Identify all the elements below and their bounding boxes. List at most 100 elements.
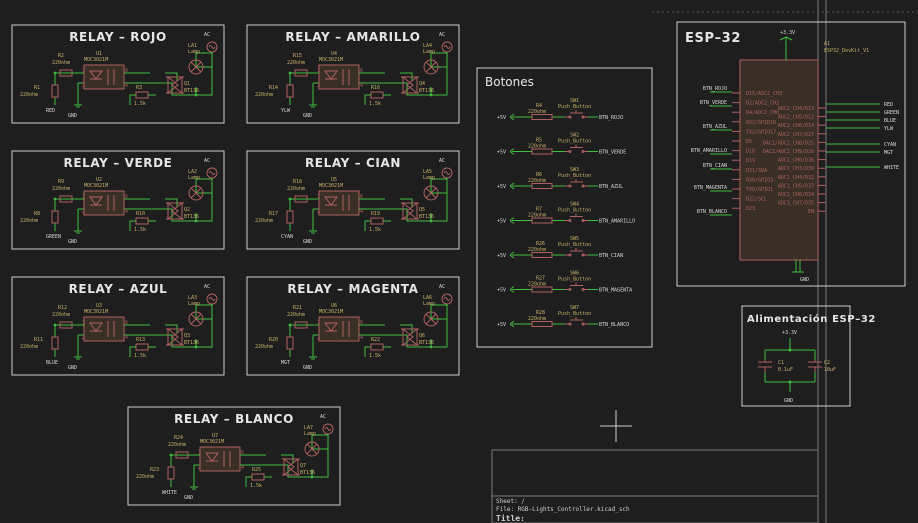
lamp-icon[interactable]: [423, 185, 439, 201]
power-arrow-icon: [509, 217, 515, 224]
relay-title: RELAY – CIAN: [305, 156, 401, 170]
triac-icon[interactable]: [401, 327, 419, 347]
optocoupler[interactable]: [199, 446, 241, 472]
gate-resistor[interactable]: [370, 91, 384, 99]
power-arrow-icon: [509, 251, 515, 259]
push-button-icon[interactable]: [565, 144, 588, 152]
pin-number: 4: [125, 83, 128, 89]
input-resistor[interactable]: [51, 210, 59, 224]
input-resistor[interactable]: [51, 336, 59, 350]
ac-wave-icon: [443, 297, 451, 301]
title-block-title: Title:: [496, 513, 525, 523]
button-resistor[interactable]: [531, 286, 553, 293]
input-resistor[interactable]: [286, 336, 294, 350]
input-resistor-ref: R17: [269, 211, 278, 217]
input-resistor[interactable]: [51, 84, 59, 98]
triac-icon[interactable]: [282, 457, 300, 477]
lamp-icon[interactable]: [188, 311, 204, 327]
gate-wires: [364, 94, 391, 105]
triac-icon[interactable]: [166, 75, 184, 95]
gate-resistor[interactable]: [370, 217, 384, 225]
lamp-value: Lamp: [304, 431, 316, 437]
lamp-icon[interactable]: [188, 59, 204, 75]
input-resistor[interactable]: [286, 210, 294, 224]
esp32-part: ESP32_DevKit_V1: [824, 48, 869, 54]
button-resistor[interactable]: [531, 183, 553, 189]
gate-resistor[interactable]: [135, 343, 149, 351]
button-resistor[interactable]: [531, 321, 553, 327]
lamp-value: Lamp: [188, 49, 200, 55]
esp32-module[interactable]: [739, 59, 819, 261]
ac-label: AC: [439, 284, 445, 290]
esp32-ref: A1: [824, 41, 830, 47]
button-resistor[interactable]: [531, 114, 553, 120]
botones-group[interactable]: Botones +5VR4220ohmSW1Push_ButtonBTN_ROJ…: [476, 67, 653, 348]
switch-ref: SW7: [570, 305, 579, 311]
ac-label: AC: [439, 158, 445, 164]
gate-resistor[interactable]: [135, 217, 149, 225]
optocoupler[interactable]: [83, 190, 125, 216]
switch-value: Push_Button: [558, 104, 591, 110]
pin-number: 2: [82, 209, 85, 215]
triac-icon[interactable]: [401, 75, 419, 95]
switch-contact: [568, 288, 572, 291]
switch-contact: [581, 184, 585, 188]
optocoupler[interactable]: [83, 316, 125, 342]
button-resistor-value: 220ohm: [528, 109, 546, 115]
gate-resistor[interactable]: [370, 343, 384, 351]
gate-resistor[interactable]: [135, 91, 149, 99]
triac-ref: Q5: [419, 207, 425, 213]
esp32-left-net: BTN_BLANCO: [697, 209, 727, 215]
triac-value: BT136: [184, 88, 199, 94]
lamp-icon[interactable]: [304, 441, 320, 457]
optocoupler[interactable]: [318, 316, 360, 342]
switch-contact: [568, 184, 572, 188]
input-resistor[interactable]: [167, 466, 175, 480]
optocoupler[interactable]: [318, 64, 360, 90]
alimentacion-group[interactable]: Alimentación ESP–32 +3.3V C1 0.1uF C2 10…: [741, 305, 876, 407]
lamp-icon[interactable]: [188, 185, 204, 201]
lamp-icon[interactable]: [423, 311, 439, 327]
button-resistor[interactable]: [531, 252, 553, 258]
esp32-left-pin-label: TX2/GPIO17: [746, 129, 776, 135]
gate-resistor[interactable]: [251, 473, 265, 481]
triac-icon[interactable]: [166, 327, 184, 347]
lamp-icon[interactable]: [423, 59, 439, 75]
optocoupler[interactable]: [318, 190, 360, 216]
triac-icon[interactable]: [401, 201, 419, 221]
pin-number: 4: [125, 209, 128, 215]
pin-number: 1: [317, 320, 320, 326]
push-button-icon[interactable]: [565, 213, 588, 221]
input-resistor[interactable]: [286, 84, 294, 98]
push-button-icon[interactable]: [565, 317, 588, 325]
push-button-icon[interactable]: [565, 282, 588, 290]
lamp-value: Lamp: [423, 175, 435, 181]
title-block[interactable]: Sheet: / File: RGB-Lights_Controller.kic…: [491, 449, 819, 523]
optocoupler-ref: U5: [331, 177, 337, 183]
button-resistor[interactable]: [531, 148, 553, 155]
esp32-group[interactable]: ESP–32 A1 ESP32_DevKit_V1 +3.3V GND D15/…: [676, 21, 906, 287]
push-button-icon[interactable]: [565, 248, 588, 256]
button-resistor[interactable]: [531, 217, 553, 224]
push-button-icon[interactable]: [565, 110, 588, 118]
optocoupler[interactable]: [83, 64, 125, 90]
triac-ref: Q3: [184, 333, 190, 339]
triac-icon[interactable]: [166, 201, 184, 221]
relay-title: RELAY – ROJO: [69, 30, 167, 44]
push-button-icon[interactable]: [565, 179, 588, 187]
